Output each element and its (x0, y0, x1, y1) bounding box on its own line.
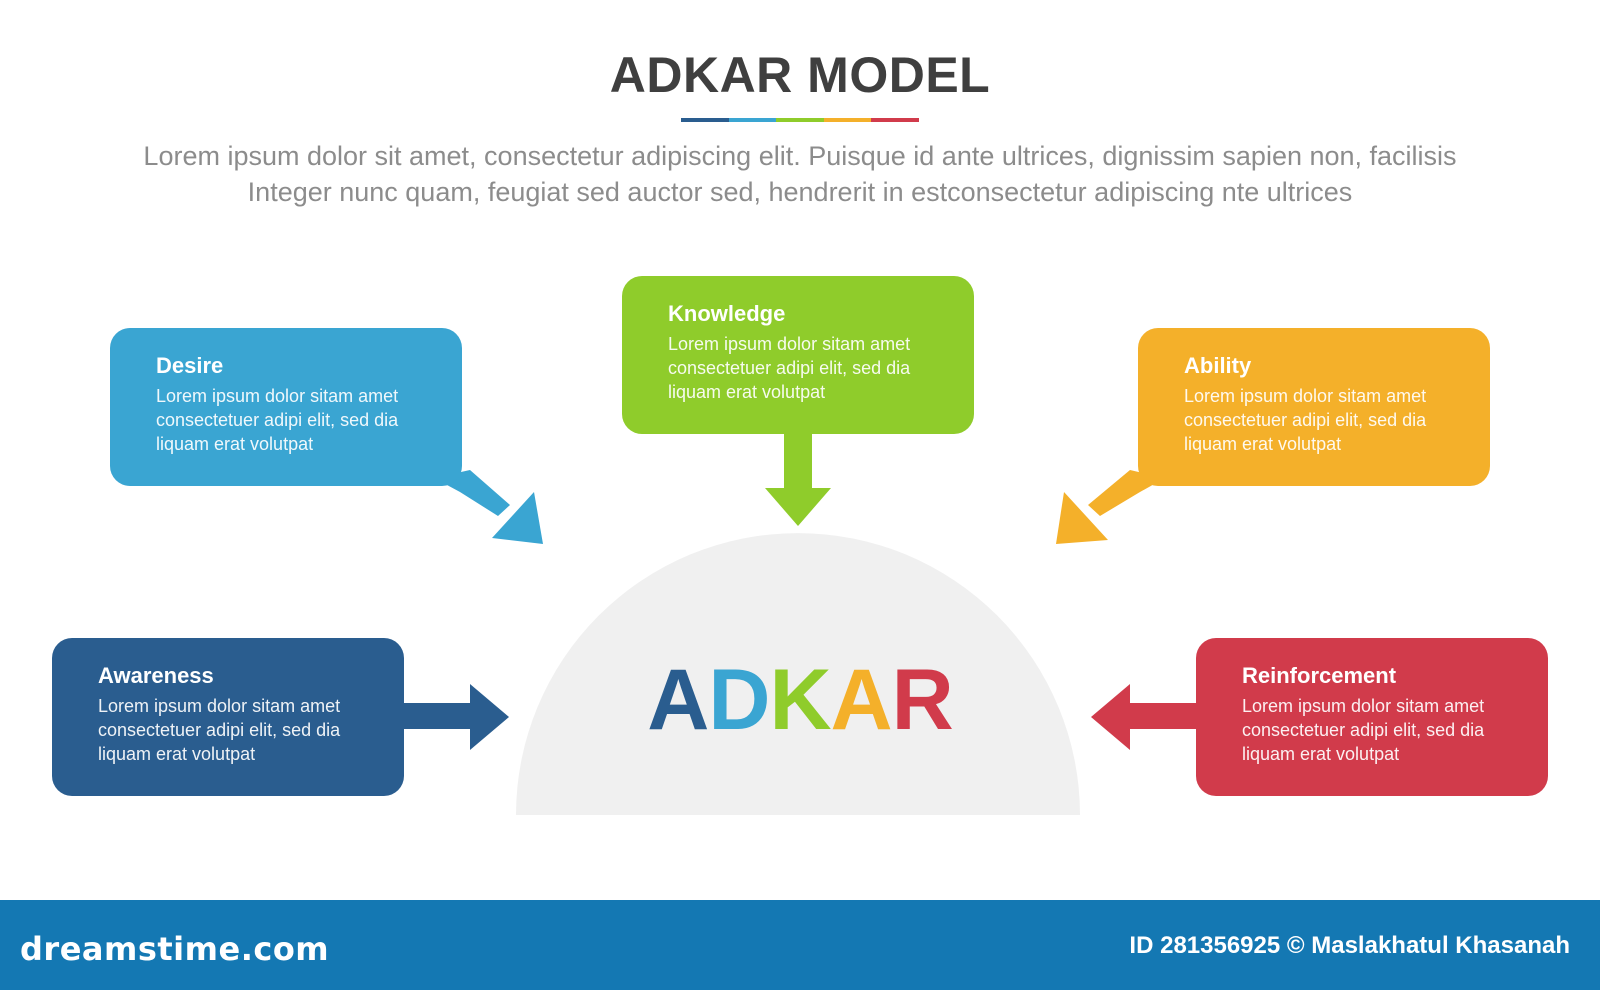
underline-segment (871, 118, 919, 122)
footer-bar: dreamstime.com ID 281356925 © Maslakhatu… (0, 900, 1600, 990)
step-body-line: consectetuer adipi elit, sed dia (98, 720, 341, 740)
underline-segment (681, 118, 729, 122)
step-body: Lorem ipsum dolor sitam amet consectetue… (1184, 384, 1470, 456)
center-dome (516, 533, 1080, 815)
step-title: Desire (156, 353, 224, 378)
adkar-diagram (400, 434, 1198, 815)
reinforcement-arrow (1091, 684, 1198, 750)
acronym-letter-r: R (891, 652, 954, 748)
underline-segment (776, 118, 824, 122)
subtitle-line: Lorem ipsum dolor sit amet, consectetur … (143, 141, 1457, 171)
step-body: Lorem ipsum dolor sitam amet consectetue… (1242, 694, 1528, 766)
awareness-arrow (400, 684, 509, 750)
step-body-line: liquam erat volutpat (1184, 434, 1342, 454)
adkar-acronym: ADKAR (560, 650, 1040, 750)
step-title: Awareness (98, 663, 214, 688)
step-box-ability: Ability Lorem ipsum dolor sitam amet con… (1138, 328, 1490, 486)
step-body-line: Lorem ipsum dolor sitam amet (668, 334, 911, 354)
step-body-line: liquam erat volutpat (98, 744, 256, 764)
step-body-line: liquam erat volutpat (156, 434, 314, 454)
step-body-line: Lorem ipsum dolor sitam amet (156, 386, 399, 406)
step-body-line: consectetuer adipi elit, sed dia (668, 358, 911, 378)
step-body-line: Lorem ipsum dolor sitam amet (1242, 696, 1485, 716)
subtitle-line: Integer nunc quam, feugiat sed auctor se… (247, 177, 1353, 207)
step-title: Ability (1184, 353, 1252, 378)
step-box-awareness: Awareness Lorem ipsum dolor sitam amet c… (52, 638, 404, 796)
step-body: Lorem ipsum dolor sitam amet consectetue… (156, 384, 442, 456)
page-title: ADKAR MODEL (609, 47, 991, 103)
acronym-letter-d: D (708, 652, 770, 748)
step-body-line: liquam erat volutpat (1242, 744, 1400, 764)
acronym-letter-a: A (647, 652, 709, 748)
step-box-reinforcement: Reinforcement Lorem ipsum dolor sitam am… (1196, 638, 1548, 796)
underline-segment (728, 118, 777, 122)
footer-credit: ID 281356925 © Maslakhatul Khasanah (1129, 932, 1570, 959)
step-body-line: consectetuer adipi elit, sed dia (156, 410, 399, 430)
step-body: Lorem ipsum dolor sitam amet consectetue… (98, 694, 384, 766)
step-body-line: Lorem ipsum dolor sitam amet (98, 696, 341, 716)
step-body-line: liquam erat volutpat (668, 382, 826, 402)
page-subtitle: Lorem ipsum dolor sit amet, consectetur … (60, 138, 1540, 210)
knowledge-arrow (765, 434, 831, 526)
footer-brand[interactable]: dreamstime.com (20, 930, 330, 968)
step-body: Lorem ipsum dolor sitam amet consectetue… (668, 332, 954, 404)
underline-segment (823, 118, 872, 122)
acronym-letter-a2: A (830, 652, 893, 748)
step-box-desire: Desire Lorem ipsum dolor sitam amet cons… (110, 328, 462, 486)
step-body-line: consectetuer adipi elit, sed dia (1242, 720, 1485, 740)
step-title: Reinforcement (1242, 663, 1397, 688)
step-body-line: Lorem ipsum dolor sitam amet (1184, 386, 1427, 406)
step-body-line: consectetuer adipi elit, sed dia (1184, 410, 1427, 430)
step-title: Knowledge (668, 301, 786, 326)
acronym-letter-k: K (769, 652, 831, 748)
step-box-knowledge: Knowledge Lorem ipsum dolor sitam amet c… (622, 276, 974, 434)
title-underline (681, 118, 919, 122)
